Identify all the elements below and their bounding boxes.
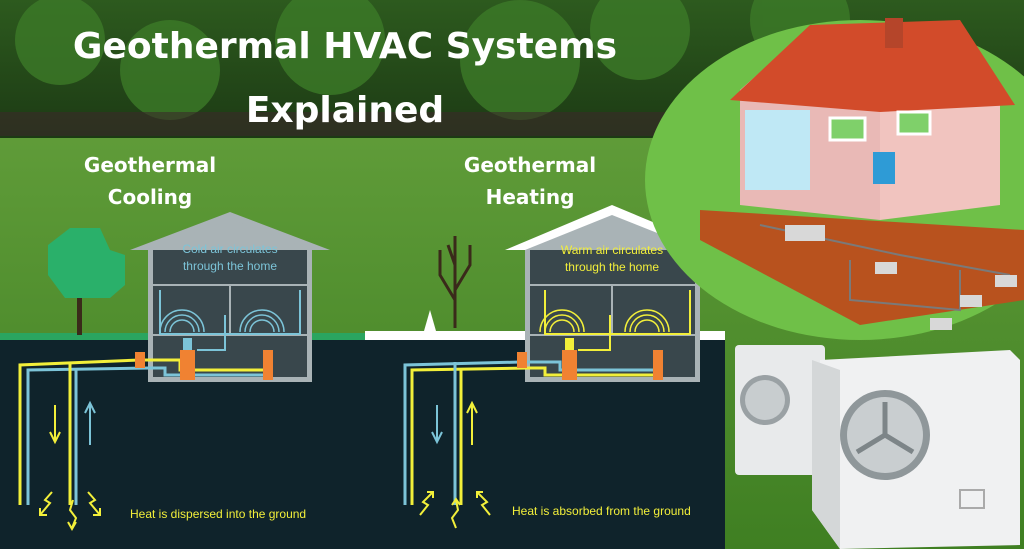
snow-mound <box>424 310 436 331</box>
blower <box>565 338 574 350</box>
airflow-icon <box>159 309 285 333</box>
residential-geothermal-illustration <box>645 18 1024 340</box>
cooling-house-text-line2: through the home <box>183 259 277 273</box>
heat-absorbed-arrows-icon <box>419 491 491 529</box>
heating-ground-caption: Heat is absorbed from the ground <box>512 504 691 518</box>
heating-house-text-line2: through the home <box>565 260 659 274</box>
water-heater <box>263 350 273 380</box>
heating-house-text-line1: Warm air circulates <box>561 243 663 257</box>
hedge <box>0 112 700 136</box>
tree-foliage <box>15 0 850 120</box>
cooling-heading-line2: Cooling <box>108 185 192 209</box>
heating-heading-line2: Heating <box>486 185 575 209</box>
water-heater <box>653 350 663 380</box>
bare-tree-icon <box>438 236 472 328</box>
cooling-heading-line1: Geothermal <box>84 153 216 177</box>
cooling-house-text-line1: Cold air circulates <box>182 242 277 256</box>
heat-pump <box>562 350 577 380</box>
cooling-house: Cold air circulates through the home <box>130 212 330 382</box>
heat-dispersed-arrows-icon <box>39 491 101 532</box>
title-line2: Explained <box>246 90 444 131</box>
pump-connector <box>135 352 145 368</box>
heating-heading-line1: Geothermal <box>464 153 596 177</box>
blower <box>183 338 192 350</box>
outdoor-ac-units <box>735 345 1020 549</box>
airflow-icon <box>539 309 670 333</box>
green-tree-icon <box>48 228 125 335</box>
title-line1: Geothermal HVAC Systems <box>73 26 617 67</box>
cooling-ground-caption: Heat is dispersed into the ground <box>130 507 306 521</box>
heat-pump <box>180 350 195 380</box>
pump-connector <box>517 352 527 368</box>
